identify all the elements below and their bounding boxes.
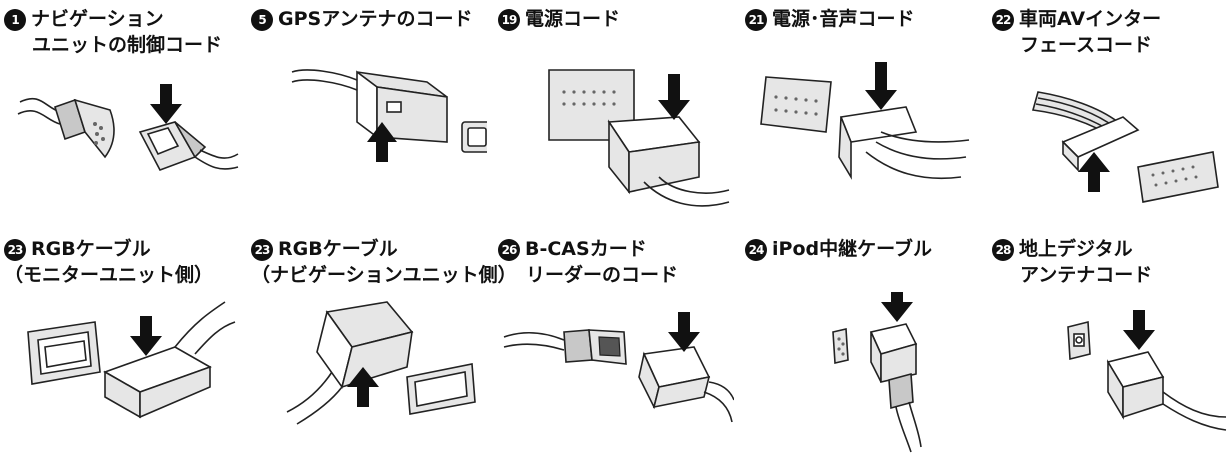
number-badge: 22 — [992, 9, 1014, 31]
power-audio-cord-illustration — [760, 62, 970, 180]
number-badge: 5 — [251, 9, 273, 31]
label-line-2: リーダーのコード — [526, 264, 679, 286]
number-badge: 19 — [498, 9, 520, 31]
label-line-1: 車両AVインター — [1019, 8, 1162, 30]
b-cas-card-reader-cord-illustration — [503, 312, 734, 423]
number-badge: 23 — [4, 239, 26, 261]
label-line-2: （モニターユニット側） — [4, 264, 214, 286]
label-line-1: iPod中継ケーブル — [772, 238, 932, 260]
gps-antenna-cord-illustration — [291, 69, 487, 162]
navigation-control-cord-illustration — [17, 84, 239, 171]
label-line-1: RGBケーブル — [31, 238, 151, 260]
label-line-1: GPSアンテナのコード — [278, 8, 473, 30]
number-badge: 23 — [251, 239, 273, 261]
number-badge: 28 — [992, 239, 1014, 261]
label-line-2: ユニットの制御コード — [32, 34, 223, 56]
label-line-1: RGBケーブル — [278, 238, 398, 260]
label-line-1: 電源･音声コード — [772, 8, 915, 30]
vehicle-av-interface-cord-illustration — [1031, 91, 1219, 203]
label-line-2: アンテナコード — [1020, 264, 1153, 286]
label-line-1: ナビゲーション — [31, 8, 164, 30]
label-line-1: 地上デジタル — [1019, 238, 1133, 260]
ipod-relay-cable-illustration — [832, 292, 922, 453]
number-badge: 24 — [745, 239, 767, 261]
digital-terrestrial-antenna-cord-illustration — [1067, 310, 1227, 431]
number-badge: 1 — [4, 9, 26, 31]
label-line-1: B-CASカード — [525, 238, 647, 260]
rgb-cable-navigation-side-illustration — [286, 301, 476, 425]
label-line-1: 電源コード — [525, 8, 621, 30]
number-badge: 21 — [745, 9, 767, 31]
label-line-2: フェースコード — [1020, 34, 1153, 56]
power-cord-illustration — [548, 69, 730, 207]
label-line-2: （ナビゲーションユニット側） — [251, 264, 517, 286]
number-badge: 26 — [498, 239, 520, 261]
rgb-cable-monitor-side-illustration — [27, 301, 236, 419]
